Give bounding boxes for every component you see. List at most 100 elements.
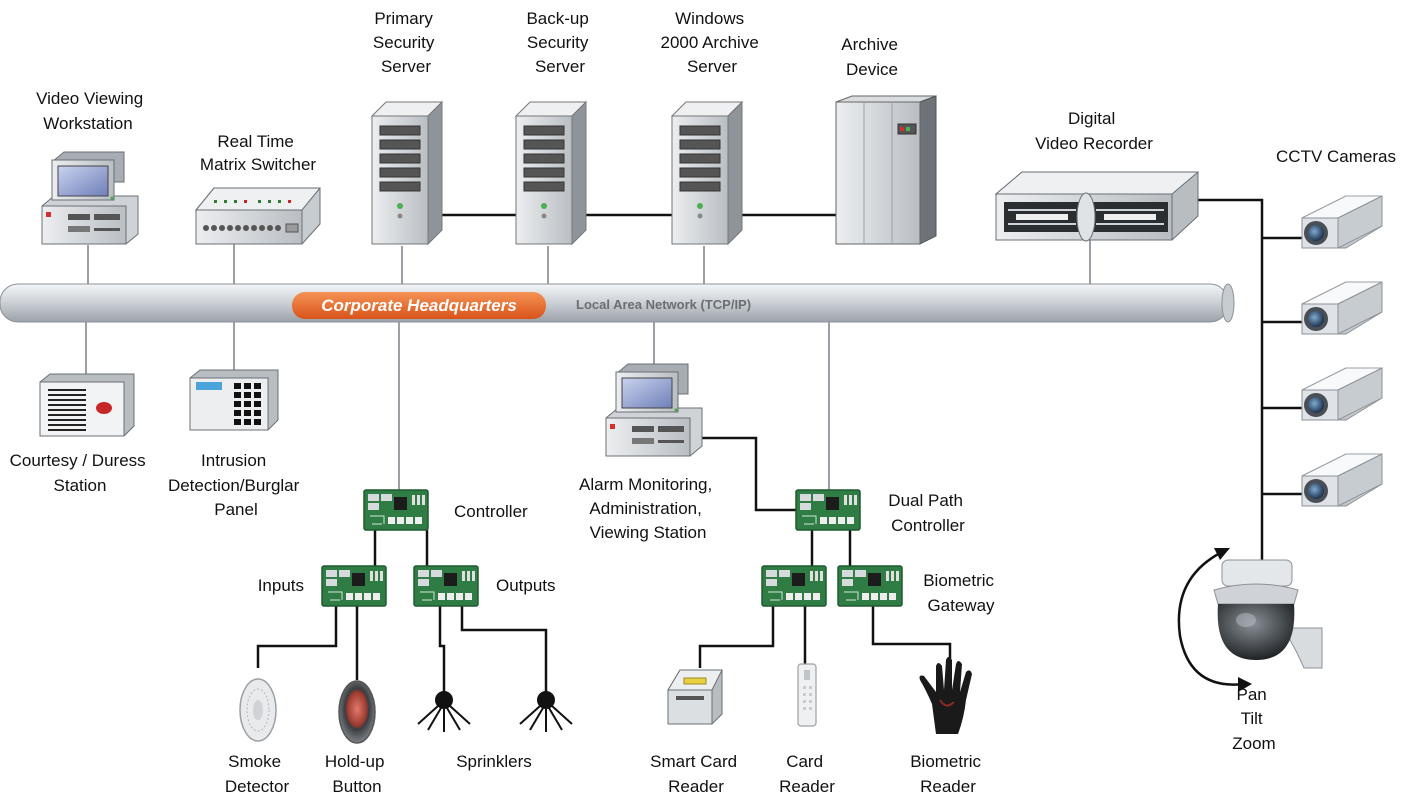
label-line: Courtesy / Duress	[10, 451, 146, 470]
holdup-label: Hold-up Button	[325, 752, 389, 796]
holdup-button	[338, 680, 376, 744]
label-line: Server	[381, 57, 431, 76]
label-line: Digital	[1068, 109, 1115, 128]
ptz-label: Pan Tilt Zoom	[1232, 685, 1275, 753]
matrix-switcher	[194, 187, 322, 245]
reader-board-to-smart-card	[698, 606, 775, 668]
label-line: Video Recorder	[1035, 134, 1153, 153]
workstation-icon	[41, 151, 139, 245]
workstation-icon	[605, 363, 703, 457]
server-icon	[371, 101, 443, 245]
card-reader	[797, 663, 817, 727]
archive-device-icon	[835, 95, 937, 245]
archive-device-label: Archive Device	[841, 35, 902, 79]
archive-device	[835, 95, 937, 245]
circuit-board-icon	[321, 565, 387, 607]
label-line: Intrusion	[201, 451, 266, 470]
label-line: Station	[54, 476, 107, 495]
matrix-switcher-label: Real Time Matrix Switcher	[200, 132, 317, 174]
label-line: Primary	[374, 9, 433, 28]
label-line: Detection/Burglar	[168, 476, 300, 495]
server-icon	[515, 101, 587, 245]
biometric-gateway-label: Biometric Gateway	[923, 571, 999, 615]
cctv-camera-icon	[1301, 367, 1383, 421]
biometric-reader	[919, 657, 972, 734]
intrusion-label: Intrusion Detection/Burglar Panel	[168, 451, 304, 519]
label-line: Gateway	[927, 596, 995, 615]
biometric-reader-label: Biometric Reader	[910, 752, 986, 796]
label-line: Smoke	[228, 752, 281, 771]
circuit-board-icon	[837, 565, 903, 607]
smoke-detector-icon	[239, 678, 277, 742]
label-line: Alarm Monitoring,	[579, 475, 712, 494]
ptz-dome-camera	[1177, 548, 1323, 692]
sprinklers-label: Sprinklers	[456, 752, 532, 771]
label-line: 2000 Archive	[660, 33, 758, 52]
label-line: Zoom	[1232, 734, 1275, 753]
switcher-icon	[194, 187, 322, 245]
label-line: CCTV Cameras	[1276, 147, 1396, 166]
primary-server-label: Primary Security Server	[373, 9, 439, 76]
alarm-station-label: Alarm Monitoring, Administration, Viewin…	[579, 475, 717, 542]
label-line: Detector	[225, 777, 290, 796]
sprinkler-icon	[416, 682, 472, 734]
circuit-board-icon	[413, 565, 479, 607]
label-line: Reader	[779, 777, 835, 796]
archive-server	[671, 101, 743, 245]
hand-reader-icon	[919, 657, 972, 734]
cctv-camera-icon	[1301, 453, 1383, 507]
ptz-dome-camera-icon	[1213, 559, 1323, 669]
smoke-detector	[239, 678, 277, 742]
circuit-board-icon	[363, 489, 429, 531]
primary-security-server	[371, 101, 443, 245]
label-line: Card	[786, 752, 823, 771]
label-line: Server	[535, 57, 585, 76]
label-line: Viewing Station	[590, 523, 707, 542]
label-line: Biometric	[923, 571, 994, 590]
label-line: Security	[373, 33, 435, 52]
outputs-to-sprinkler-2	[460, 606, 548, 684]
label-line: Sprinklers	[456, 752, 532, 771]
label-line: Hold-up	[325, 752, 385, 771]
video-workstation	[41, 151, 139, 245]
smart-card-reader-icon	[667, 669, 723, 725]
intrusion-burglar-panel	[189, 369, 279, 431]
label-line: Device	[846, 60, 898, 79]
outputs-to-sprinkler-1	[438, 606, 446, 684]
inputs-to-smoke	[256, 606, 338, 668]
label-line: Reader	[668, 777, 724, 796]
holdup-button-icon	[338, 680, 376, 744]
label-line: Back-up	[526, 9, 588, 28]
duress-station-icon	[39, 373, 135, 437]
network-title-badge: Corporate Headquarters	[292, 292, 546, 319]
label-line: Dual Path	[888, 491, 963, 510]
label-line: Button	[332, 777, 381, 796]
digital-video-recorder	[994, 171, 1200, 242]
network-subtitle: Local Area Network (TCP/IP)	[576, 297, 751, 312]
dual-controller-label: Dual Path Controller	[888, 491, 967, 535]
label-line: Workstation	[43, 114, 132, 133]
circuit-board-icon	[761, 565, 827, 607]
label-line: Biometric	[910, 752, 981, 771]
label-line: Pan	[1237, 685, 1267, 704]
backup-security-server	[515, 101, 587, 245]
label-line: Matrix Switcher	[200, 155, 317, 174]
cctv-camera-icon	[1301, 281, 1383, 335]
alarm-station-to-dual-controller	[700, 436, 796, 512]
bio-gateway-to-hand-reader	[871, 606, 952, 664]
smart-card-reader	[667, 669, 723, 725]
label-line: Administration,	[589, 499, 701, 518]
dvr-label: Digital Video Recorder	[1035, 109, 1153, 153]
label-line: Reader	[920, 777, 976, 796]
keypad-panel-icon	[189, 369, 279, 431]
label-line: Video Viewing	[36, 89, 143, 108]
server-icon	[671, 101, 743, 245]
label-line: Controller	[891, 516, 965, 535]
dvr-icon	[994, 171, 1200, 242]
circuit-board-icon	[795, 489, 861, 531]
card-reader-icon	[797, 663, 817, 727]
video-workstation-label: Video Viewing Workstation	[36, 89, 148, 133]
label-line: Tilt	[1241, 709, 1263, 728]
backup-server-label: Back-up Security Server	[526, 9, 593, 76]
